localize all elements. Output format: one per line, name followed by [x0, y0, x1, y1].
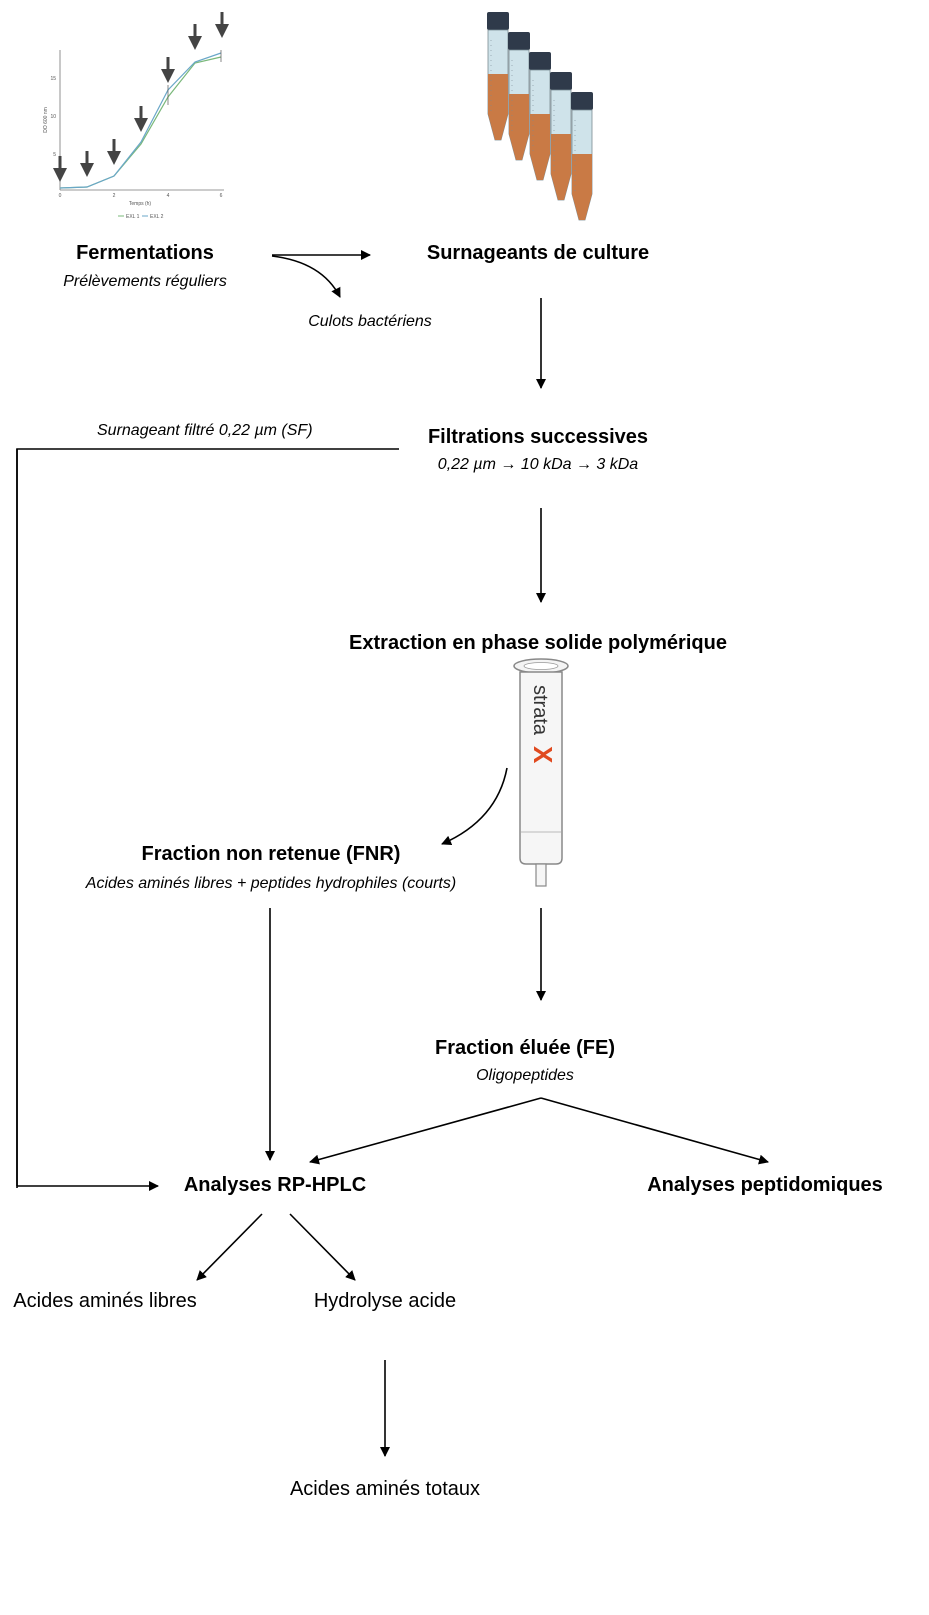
line-sf-bypass: [16, 448, 399, 1615]
node-fe-title: Fraction éluée (FE): [434, 1037, 616, 1059]
node-fnr-subtitle: Acides aminés libres + peptides hydrophi…: [85, 875, 457, 892]
chart-y-tick: 10: [50, 114, 56, 120]
sampling-arrow-icon: [215, 12, 229, 38]
node-filtrations-subtitle: 0,22 µm → 10 kDa → 3 kDa: [437, 456, 639, 473]
chart-y-tick: 15: [50, 76, 56, 82]
sampling-arrow-icon: [53, 156, 67, 182]
growth-chart: 5 10 15 0 2 4 6 DO 600 nm Temps (h) EXL …: [43, 12, 229, 220]
node-culots-label: Culots bactériens: [308, 313, 432, 330]
node-hydrolyse-label: Hydrolyse acide: [313, 1290, 457, 1312]
node-fe-subtitle: Oligopeptides: [476, 1067, 574, 1084]
node-aa-libres-label: Acides aminés libres: [13, 1290, 197, 1312]
chart-x-tick: 6: [220, 193, 223, 199]
node-filtrations-title: Filtrations successives: [427, 426, 649, 448]
sf-bypass-fix: [10, 449, 159, 1615]
spe-column-icon: strata X: [513, 658, 569, 887]
chart-x-tick: 2: [113, 193, 116, 199]
sampling-arrow-icon: [107, 139, 121, 165]
sampling-arrow-icon: [161, 57, 175, 83]
column-brand-mark: X: [528, 746, 558, 764]
chart-x-tick: 4: [167, 193, 170, 199]
node-surnageants-title: Surnageants de culture: [426, 242, 650, 264]
node-aa-totaux-label: Acides aminés totaux: [289, 1478, 481, 1500]
sampling-arrow-icon: [80, 151, 94, 177]
arrow-hplc-to-aa-libres: [196, 1213, 263, 1281]
node-fermentations-subtitle: Prélèvements réguliers: [63, 273, 227, 290]
node-fermentations-title: Fermentations: [76, 242, 214, 264]
sampling-arrow-icon: [134, 106, 148, 132]
node-sf-label: Surnageant filtré 0,22 µm (SF): [97, 422, 313, 439]
chart-x-tick: 0: [59, 193, 62, 199]
arrow-ferm-to-culots: [271, 255, 341, 298]
node-rp-hplc-title: Analyses RP-HPLC: [183, 1174, 367, 1196]
centrifuge-tubes-icon: [487, 12, 593, 221]
column-brand-label: strata: [529, 685, 551, 736]
arrow-fe-to-peptidomiques: [540, 1097, 769, 1165]
chart-y-tick: 5: [53, 152, 56, 158]
sampling-arrow-icon: [188, 24, 202, 50]
flow-arrows: [16, 250, 769, 1615]
chart-legend-label: EXL 1: [126, 214, 140, 220]
arrow-hplc-to-hydrolyse: [289, 1213, 356, 1281]
arrow-column-to-fnr: [441, 767, 508, 845]
chart-series-exl2: [59, 52, 222, 189]
arrow-fe-to-hplc: [309, 1097, 542, 1165]
chart-ylabel: DO 600 nm: [43, 107, 49, 133]
node-fnr-title: Fraction non retenue (FNR): [141, 843, 401, 865]
chart-xlabel: Temps (h): [129, 201, 152, 207]
node-extraction-title: Extraction en phase solide polymérique: [349, 632, 727, 654]
node-peptidomiques-title: Analyses peptidomiques: [647, 1174, 883, 1196]
chart-legend-label: EXL 2: [150, 214, 164, 220]
